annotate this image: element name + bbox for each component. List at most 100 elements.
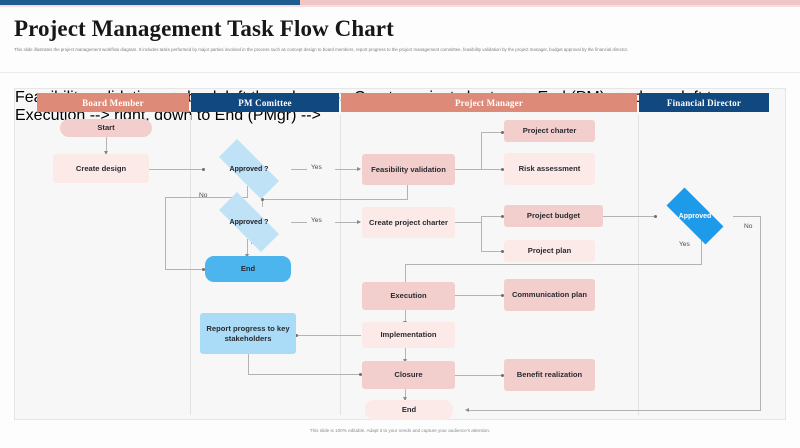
edge-to-risk-assessment: [481, 169, 503, 170]
node-create-design[interactable]: Create design: [53, 154, 149, 183]
footer-note: This slide is 100% editable. Adapt it to…: [309, 428, 491, 433]
node-label: Approved: [678, 212, 712, 220]
node-closure[interactable]: Closure: [362, 361, 455, 389]
edge-execution-to-communication: [455, 295, 503, 296]
node-create-project-charter[interactable]: Create project charter: [362, 207, 455, 238]
edge-yes-down-to-execution: [405, 264, 406, 285]
edge-label-yes-finance: Yes: [679, 241, 690, 248]
arrowhead-right: [357, 219, 361, 224]
edge-approved1-yes-b: [335, 169, 360, 170]
node-approved-2[interactable]: Approved ?: [207, 192, 291, 252]
node-report-progress[interactable]: Report progress to key stakeholders: [200, 313, 296, 354]
edge-dot: [501, 249, 504, 253]
lane-label: Financial Director: [666, 97, 742, 108]
edge-approved1-yes-a: [291, 169, 307, 170]
page-subtitle: This slide illustrates the project manag…: [14, 47, 629, 52]
edge-approved2-yes-a: [291, 222, 307, 223]
accent-bar-pink-thin: [0, 5, 800, 7]
edge-no-to-end-pmgr: [468, 410, 761, 411]
node-execution[interactable]: Execution: [362, 282, 455, 310]
node-label: Approved ?: [229, 218, 269, 226]
edge-dot: [202, 167, 205, 171]
node-benefit-realization[interactable]: Benefit realization: [504, 359, 595, 391]
edge-dot: [654, 214, 657, 218]
arrowhead-left: [465, 407, 469, 412]
node-risk-assessment[interactable]: Risk assessment: [504, 153, 595, 185]
edge-report-down: [248, 354, 249, 374]
edge-label-no-finance: No: [744, 223, 753, 230]
node-project-budget[interactable]: Project budget: [504, 205, 603, 227]
edge-dot: [501, 214, 504, 218]
edge-label-no-1: No: [199, 192, 208, 199]
edge-approved1-no-down: [165, 197, 166, 269]
node-label: Approved ?: [229, 165, 269, 173]
edge-feasibility-to-approved2: [262, 199, 408, 200]
edge-approved1-no-v: [247, 186, 248, 198]
edge-implementation-to-closure: [405, 348, 406, 362]
edge-closure-to-benefit: [455, 375, 503, 376]
header-divider: [0, 72, 800, 73]
edge-budget-to-approved-finance: [603, 216, 656, 217]
lane-divider-1: [190, 115, 191, 415]
edge-label-yes-2: Yes: [311, 217, 322, 224]
edge-dot: [202, 267, 205, 271]
node-implementation[interactable]: Implementation: [362, 322, 455, 348]
edge-dot: [294, 333, 298, 337]
lane-header-board-member[interactable]: Board Member: [37, 93, 189, 112]
edge-feasibility-fan-in: [455, 169, 481, 170]
accent-bar-pink: [300, 0, 800, 5]
node-approved-finance[interactable]: Approved: [656, 187, 734, 245]
edge-dot: [359, 372, 362, 376]
edge-execution-to-implementation: [405, 310, 406, 324]
node-approved-1[interactable]: Approved ?: [207, 139, 291, 199]
node-start[interactable]: Start: [60, 119, 152, 137]
edge-create-design-to-approved1: [147, 169, 205, 170]
accent-bar-navy: [0, 0, 300, 5]
lane-header-financial-director[interactable]: Financial Director: [639, 93, 769, 112]
arrowhead-down: [402, 397, 407, 401]
node-feasibility-validation[interactable]: Feasibility validation: [362, 154, 455, 185]
lane-header-project-manager[interactable]: Project Manager: [341, 93, 637, 112]
edge-charter-fan-v: [481, 216, 482, 251]
arrowhead-down: [103, 151, 108, 155]
edge-approved1-no-h: [165, 197, 248, 198]
node-project-plan[interactable]: Project plan: [504, 240, 595, 262]
edge-label-yes-1: Yes: [311, 164, 322, 171]
edge-approved2-yes-b: [335, 222, 360, 223]
edge-approved2-no: [247, 239, 248, 257]
edge-approved-finance-no-v: [760, 216, 761, 410]
lane-divider-3: [638, 115, 639, 415]
edge-to-project-plan: [481, 251, 503, 252]
page-title: Project Management Task Flow Chart: [14, 16, 394, 41]
edge-dot: [501, 373, 504, 377]
arrowhead-right: [357, 166, 361, 171]
edge-to-project-charter: [481, 132, 503, 133]
edge-implementation-to-report: [297, 335, 361, 336]
edge-approved1-no-to-end: [165, 269, 205, 270]
edge-dot: [501, 293, 504, 297]
node-communication-plan[interactable]: Communication plan: [504, 279, 595, 311]
lane-header-pm-committee[interactable]: PM Comittee: [191, 93, 339, 112]
edge-dot: [501, 130, 504, 134]
flowchart-board: Board Member PM Comittee Project Manager…: [14, 88, 786, 420]
edge-charter-fan-in: [455, 222, 481, 223]
edge-feasibility-fan-v: [481, 132, 482, 169]
lane-label: PM Comittee: [238, 97, 292, 108]
edge-to-project-budget: [481, 216, 503, 217]
node-end-project-manager[interactable]: End: [365, 400, 453, 420]
edge-approved-finance-yes-v: [701, 231, 702, 264]
edge-report-to-closure: [248, 374, 361, 375]
edge-approved-finance-yes-h: [405, 264, 702, 265]
edge-approved-finance-no-h: [733, 216, 761, 217]
lane-label: Board Member: [82, 97, 144, 108]
edge-into-approved2: [262, 199, 263, 207]
edge-dot: [260, 197, 264, 201]
edge-start-to-create-design: [106, 137, 107, 154]
lane-divider-2: [340, 115, 341, 415]
edge-closure-to-end: [405, 389, 406, 400]
node-project-charter[interactable]: Project charter: [504, 120, 595, 142]
node-end-pm[interactable]: End: [205, 256, 291, 282]
lane-label: Project Manager: [454, 97, 524, 108]
edge-dot: [501, 167, 504, 171]
